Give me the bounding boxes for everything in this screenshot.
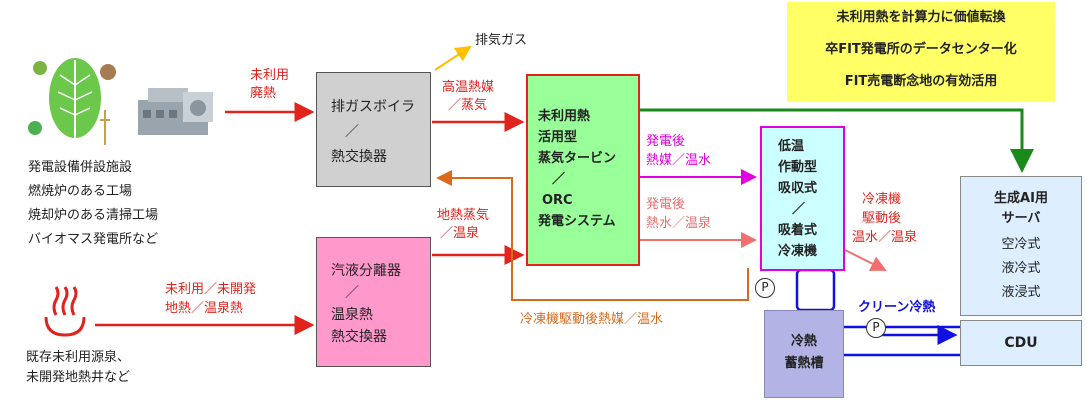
heat-source-item: 発電設備併設施設	[28, 160, 133, 175]
storage-label: 蓄熱槽	[784, 356, 824, 371]
banner-line-3: FIT売電断念地の有効活用	[844, 74, 998, 89]
spring-source-item: 未開発地熱井など	[26, 370, 131, 385]
exhaust-arrow	[434, 45, 472, 71]
boiler-label: 排ガスボイラ	[331, 99, 415, 115]
spring-source-list: 既存未利用源泉、 未開発地熱井など	[26, 348, 130, 388]
cdu-box: CDU	[960, 320, 1082, 366]
heat-source-list: 発電設備併設施設 燃焼炉のある工場 焼却炉のある清掃工場 バイオマス発電所など	[28, 156, 158, 252]
waste-heat-label-1: 未利用	[250, 68, 290, 83]
high-temp-label-2: ／蒸気	[448, 98, 488, 113]
highlight-banner: 未利用熱を計算力に価値転換 卒FIT発電所のデータセンター化 FIT売電断念地の…	[787, 2, 1055, 102]
unused-spring-label-1: 未利用／未開発	[165, 282, 257, 297]
orc-label: 発電システム	[538, 214, 616, 229]
spring-source-item: 既存未利用源泉、	[26, 350, 131, 365]
after-gen-label-2b: 熱水／温泉	[646, 216, 712, 231]
hot-spring-icon	[38, 285, 93, 340]
orc-label: 蒸気タービン	[538, 151, 617, 166]
chiller-after-label-1: 冷凍機	[862, 192, 902, 207]
factory-icon	[128, 70, 228, 150]
chiller-label: 作動型	[778, 160, 818, 175]
banner-line-2: 卒FIT発電所のデータセンター化	[825, 42, 1017, 57]
cdu-label: CDU	[1004, 335, 1038, 351]
after-gen-label-1b: 熱媒／温水	[646, 153, 712, 168]
separator-label: 温泉熱	[331, 307, 373, 323]
pump-label: P	[761, 280, 769, 294]
chiller-label: 吸収式	[778, 181, 818, 196]
server-type: 空冷式	[1001, 237, 1041, 252]
clean-cooling-label: クリーン冷熱	[858, 300, 936, 315]
geo-steam-label-2: ／温泉	[440, 226, 480, 241]
after-gen-label-2a: 発電後	[646, 197, 686, 212]
exhaust-boiler-box: 排ガスボイラ ／ 熱交換器	[316, 72, 431, 187]
orc-label: ／	[552, 172, 566, 187]
unused-spring-label-2: 地熱／温泉熱	[165, 301, 244, 316]
server-type: 液浸式	[1001, 285, 1041, 300]
server-title: サーバ	[1001, 211, 1041, 226]
separator-box: 汽液分離器 ／ 温泉熱 熱交換器	[316, 237, 431, 367]
chiller-label: 冷凍機	[778, 244, 818, 259]
after-gen-label-1a: 発電後	[646, 134, 686, 149]
pump-icon: P	[755, 278, 775, 298]
heat-source-item: 燃焼炉のある工場	[28, 184, 133, 199]
orc-generation-box: 未利用熱 活用型 蒸気タービン ／ ORC 発電システム	[526, 74, 640, 266]
boiler-label: 熱交換器	[331, 149, 387, 165]
server-type: 液冷式	[1001, 261, 1041, 276]
return-flow-arrow	[436, 170, 749, 301]
orc-label: 活用型	[538, 130, 578, 145]
chiller-out-arrow	[844, 249, 887, 271]
heat-source-item: 焼却炉のある清掃工場	[28, 208, 159, 223]
chiller-loop	[795, 268, 836, 312]
separator-label: 熱交換器	[331, 329, 387, 345]
exhaust-gas-label: 排気ガス	[475, 33, 528, 48]
cold-storage-tank-box: 冷熱 蓄熱槽	[764, 310, 844, 398]
heat-source-item: バイオマス発電所など	[28, 232, 159, 247]
absorption-chiller-box: 低温 作動型 吸収式 ／ 吸着式 冷凍機	[760, 126, 845, 271]
separator-label: ／	[345, 285, 359, 301]
separator-label: 汽液分離器	[331, 263, 401, 279]
banner-line-1: 未利用熱を計算力に価値転換	[836, 10, 1006, 25]
orc-label: ORC	[542, 193, 573, 208]
ai-server-box: 生成AI用 サーバ 空冷式 液冷式 液浸式	[960, 176, 1082, 316]
chiller-label: ／	[792, 202, 806, 217]
waste-heat-label-2: 廃熱	[250, 86, 277, 101]
cdu-loop	[835, 325, 969, 357]
chiller-label: 吸着式	[778, 223, 818, 238]
server-title: 生成AI用	[994, 191, 1048, 206]
geo-steam-label-1: 地熱蒸気	[437, 208, 490, 223]
high-temp-label-1: 高温熱媒	[442, 80, 495, 95]
chiller-after-label-2: 駆動後	[862, 211, 902, 226]
pump-label: P	[872, 320, 880, 334]
chiller-after-label-3: 温水／温泉	[852, 230, 918, 245]
pump-icon: P	[866, 318, 886, 338]
return-flow-label: 冷凍機駆動後熱媒／温水	[520, 312, 664, 327]
chiller-label: 低温	[778, 139, 805, 154]
orc-label: 未利用熱	[538, 109, 591, 124]
storage-label: 冷熱	[790, 334, 817, 349]
leaf-icon	[20, 50, 120, 150]
boiler-label: ／	[345, 124, 359, 140]
power-arrow	[640, 108, 1034, 173]
